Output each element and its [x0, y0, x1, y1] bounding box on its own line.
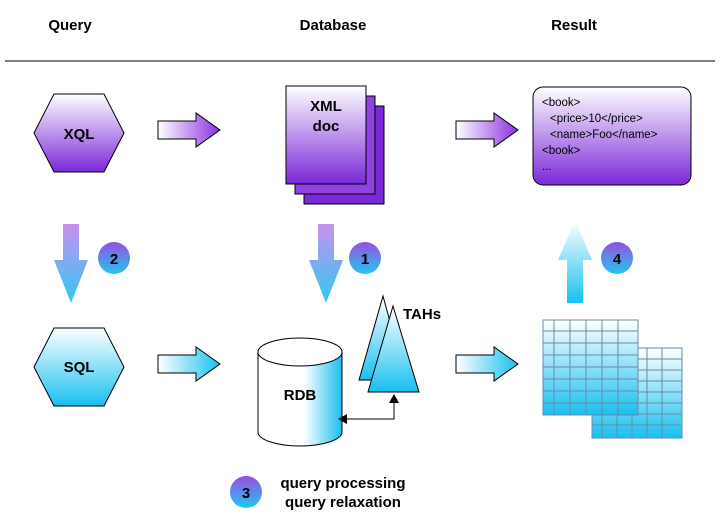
- step-4-label: 4: [613, 251, 622, 268]
- step-ball-3: 3: [230, 476, 262, 508]
- step-3-label: 3: [242, 485, 250, 502]
- step-ball-4: 4: [601, 242, 633, 274]
- connector-arrowhead-up: [389, 394, 399, 403]
- step-ball-2: 2: [98, 242, 130, 274]
- result-line-2: <price>10</price>: [550, 113, 643, 125]
- tahs-label: TAHs: [403, 306, 441, 323]
- legend-query-relaxation: query relaxation: [285, 494, 401, 511]
- connector-arrowhead-left: [338, 414, 347, 424]
- table-front: [542, 319, 639, 416]
- step-2-label: 2: [110, 251, 118, 268]
- header-query: Query: [48, 17, 92, 34]
- result-line-1: <book>: [542, 97, 581, 109]
- step-1-label: 1: [361, 251, 369, 268]
- arrow-rdb-to-tables: [455, 346, 519, 382]
- arrow-sql-to-rdb: [157, 346, 221, 382]
- header-result: Result: [551, 17, 597, 34]
- arrow-xml-to-rdb: [309, 224, 343, 303]
- xql-node: XQL: [33, 93, 125, 173]
- legend-query-processing: query processing: [280, 475, 405, 492]
- arrow-xml-to-result: [455, 112, 519, 148]
- result-line-5: ...: [542, 161, 552, 173]
- xml-doc-label-line2: doc: [313, 118, 340, 135]
- result-line-3: <name>Foo</name>: [550, 129, 658, 141]
- rdb-label: RDB: [284, 387, 317, 404]
- xml-doc-label-line1: XML: [310, 98, 342, 115]
- result-box: <book> <price>10</price> <name>Foo</name…: [532, 86, 692, 186]
- rdb-tahs-connector: [342, 400, 395, 420]
- arrow-xql-to-xml: [157, 112, 221, 148]
- step-ball-1: 1: [349, 242, 381, 274]
- rdb-node: RDB: [257, 337, 343, 447]
- xql-label: XQL: [64, 126, 95, 143]
- sql-label: SQL: [64, 359, 95, 376]
- sql-node: SQL: [33, 327, 125, 407]
- arrow-tables-to-result: [558, 220, 592, 303]
- result-line-4: <book>: [542, 145, 581, 157]
- tahs-node: TAHs: [358, 294, 441, 393]
- xml-doc-node: XML doc: [285, 85, 385, 205]
- header-database: Database: [300, 17, 367, 34]
- result-tables: [542, 319, 683, 439]
- arrow-xql-to-sql: [54, 224, 88, 303]
